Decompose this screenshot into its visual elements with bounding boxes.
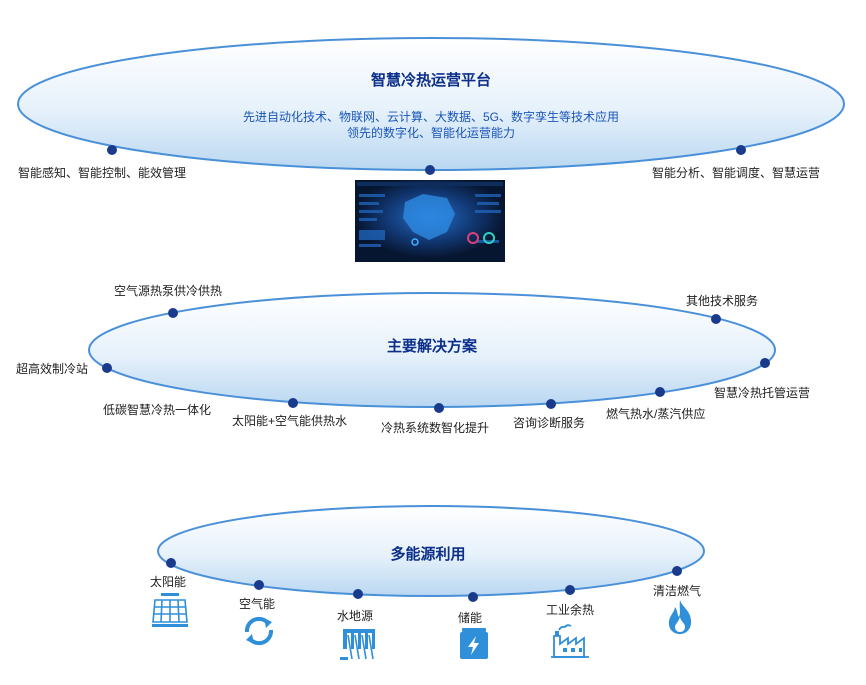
solution-label-hosting: 智慧冷热托管运营 [714, 386, 811, 400]
platform-desc-line1: 先进自动化技术、物联网、云计算、大数据、5G、数字孪生等技术应用 [242, 110, 619, 124]
energy-label-clean-gas: 清洁燃气 [653, 584, 702, 598]
platform-right-label: 智能分析、智能调度、智慧运营 [652, 166, 821, 180]
energy-label-solar: 太阳能 [150, 575, 187, 589]
solution-dot [655, 387, 665, 397]
energy-dot [468, 592, 478, 602]
platform-dot-right [736, 145, 746, 155]
solution-label-cooling-station: 超高效制冷站 [16, 362, 89, 376]
energy-dot [353, 589, 363, 599]
energy-label-water-ground: 水地源 [337, 609, 374, 623]
solution-label-solar-air: 太阳能+空气能供热水 [232, 414, 348, 428]
energy-dot [254, 580, 264, 590]
solution-dot [102, 363, 112, 373]
solution-label-air-source: 空气源热泵供冷供热 [114, 284, 223, 298]
solution-label-digital: 冷热系统数智化提升 [381, 421, 490, 435]
energy-dot [166, 558, 176, 568]
solution-dot [288, 398, 298, 408]
platform-dot-left [107, 145, 117, 155]
flame-icon [668, 600, 692, 634]
solution-dot [434, 403, 444, 413]
solar-panel-icon [152, 593, 188, 627]
platform-desc-line2: 领先的数字化、智能化运营能力 [346, 126, 515, 140]
battery-icon [460, 628, 488, 659]
energy-label-air: 空气能 [239, 597, 276, 611]
dashboard-screenshot [355, 180, 505, 262]
energy-label-waste-heat: 工业余热 [546, 603, 595, 617]
solution-dot [168, 308, 178, 318]
solutions-ellipse [88, 292, 776, 408]
platform-dot-center [425, 165, 435, 175]
energy-dot [672, 566, 682, 576]
solution-dot [711, 314, 721, 324]
factory-icon [551, 624, 589, 658]
solution-label-other: 其他技术服务 [686, 294, 759, 308]
platform-title: 智慧冷热运营平台 [370, 72, 491, 89]
platform-left-label: 智能感知、智能控制、能效管理 [18, 166, 187, 180]
platform-ellipse [17, 37, 845, 171]
dam-water-icon [340, 629, 375, 660]
recycle-arrows-icon [244, 616, 274, 646]
energy-label-storage: 储能 [458, 611, 483, 625]
solution-label-consulting: 咨询诊断服务 [513, 416, 586, 430]
energy-title: 多能源利用 [390, 546, 466, 563]
solution-dot [760, 358, 770, 368]
energy-ellipse [157, 505, 705, 597]
solutions-title: 主要解决方案 [386, 338, 477, 355]
energy-dot [565, 585, 575, 595]
solution-label-low-carbon: 低碳智慧冷热一体化 [103, 403, 212, 417]
solution-label-gas: 燃气热水/蒸汽供应 [606, 407, 706, 421]
solution-dot [546, 399, 556, 409]
